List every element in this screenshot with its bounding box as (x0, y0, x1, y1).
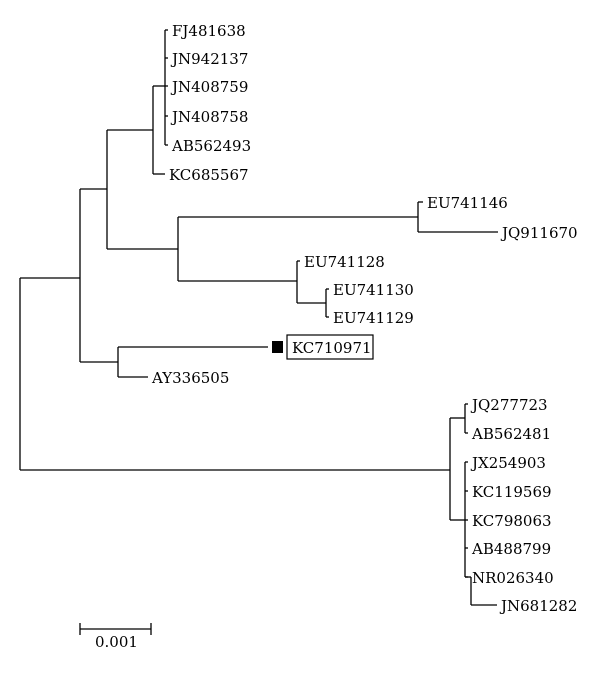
taxon-label-eu741130: EU741130 (333, 281, 414, 299)
taxon-label-fj481638: FJ481638 (172, 22, 246, 40)
taxon-label-jn408758: JN408758 (170, 108, 248, 126)
taxon-label-kc685567: KC685567 (169, 166, 249, 184)
taxon-label-ay336505: AY336505 (151, 369, 229, 387)
taxon-label-jq911670: JQ911670 (500, 224, 578, 242)
taxon-label-eu741146: EU741146 (427, 194, 508, 212)
taxon-label-kc119569: KC119569 (472, 483, 552, 501)
taxon-label-ab562481: AB562481 (471, 425, 551, 443)
taxon-label-eu741128: EU741128 (304, 253, 385, 271)
taxon-label-ab488799: AB488799 (471, 540, 551, 558)
taxon-label-ab562493: AB562493 (171, 137, 251, 155)
taxon-label-jn942137: JN942137 (170, 50, 248, 68)
taxon-label-nr026340: NR026340 (472, 569, 554, 587)
taxon-label-eu741129: EU741129 (333, 309, 414, 327)
scale-bar-label: 0.001 (95, 633, 138, 651)
taxon-label-kc710971: KC710971 (292, 339, 372, 357)
taxon-label-kc798063: KC798063 (472, 512, 552, 530)
taxon-label-jx254903: JX254903 (470, 454, 546, 472)
highlight-box (286, 334, 374, 360)
highlight-square-marker (272, 341, 283, 353)
taxon-label-jn681282: JN681282 (499, 597, 577, 615)
taxon-label-jq277723: JQ277723 (470, 396, 548, 414)
taxon-label-jn408759: JN408759 (170, 78, 248, 96)
